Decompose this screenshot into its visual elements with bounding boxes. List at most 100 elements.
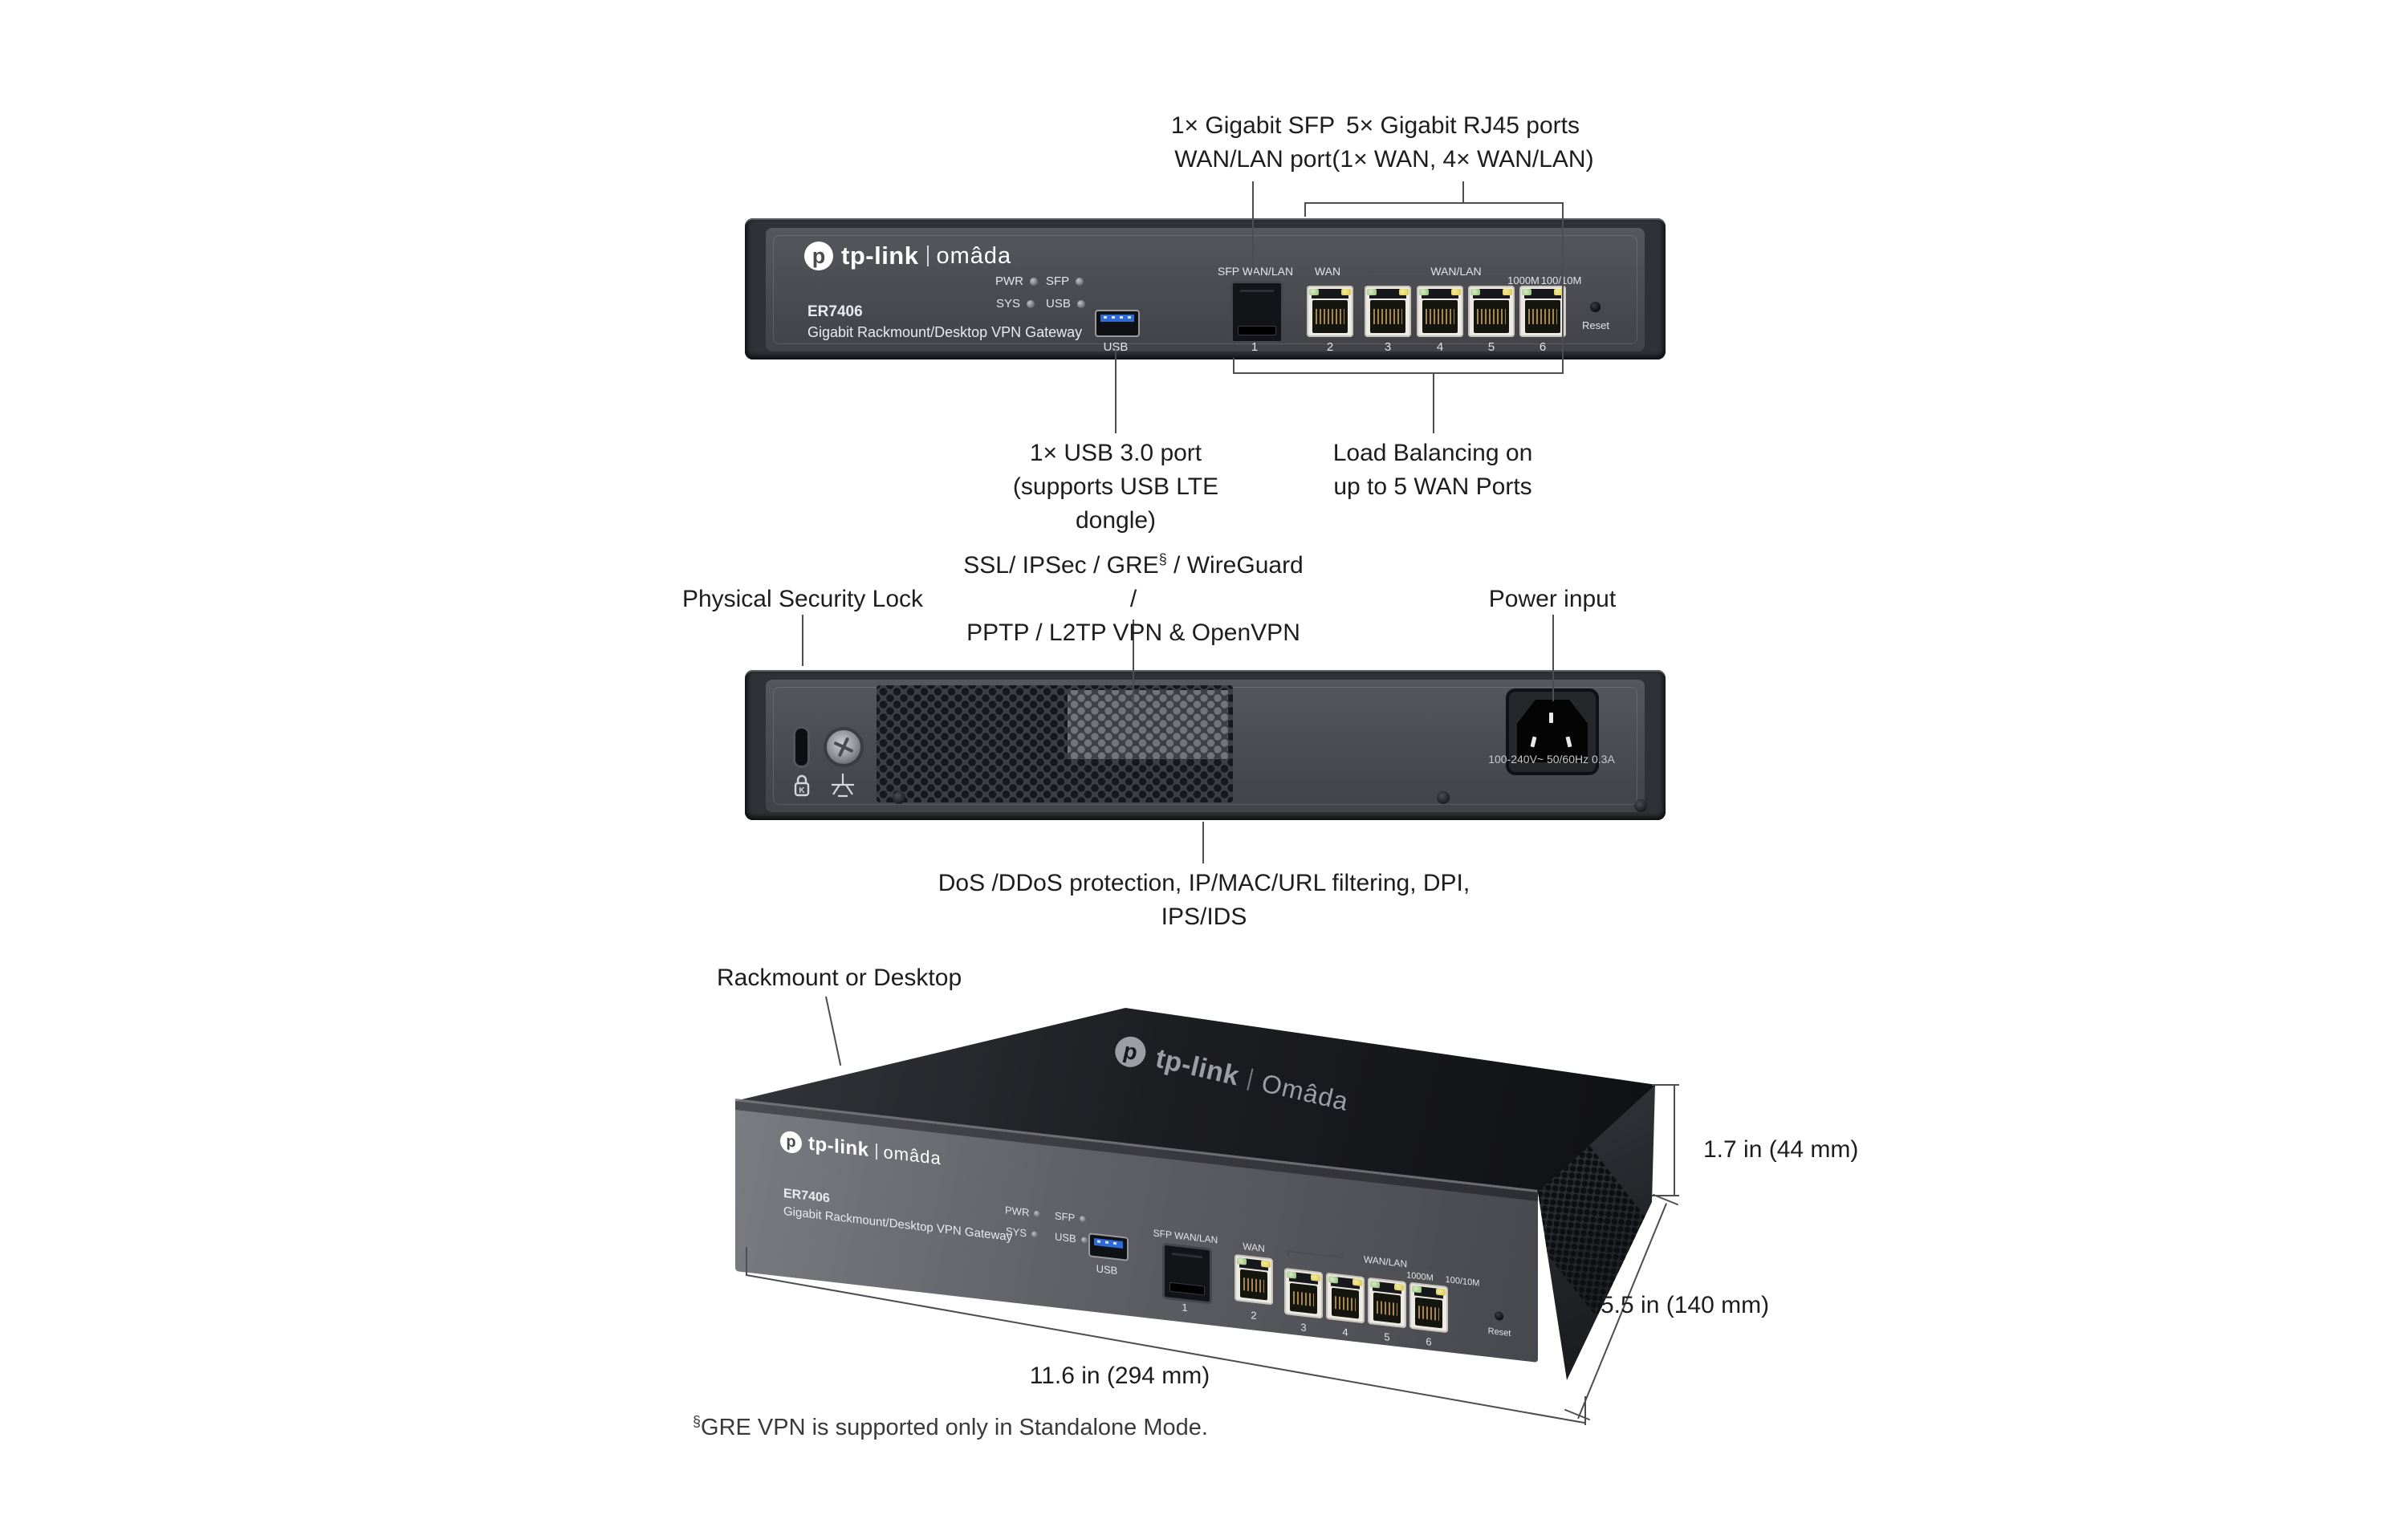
vpn-text-post: / WireGuard / <box>1129 552 1304 612</box>
dim-depth-label: 5.5 in (140 mm) <box>1601 1292 1770 1318</box>
usb-port-label: USB <box>1103 340 1129 354</box>
rj45-port-6 <box>1409 1281 1448 1334</box>
port-number-3: 3 <box>1384 340 1392 354</box>
port-number-2: 2 <box>1326 340 1334 354</box>
dim-height-tick-bottom <box>1652 1195 1679 1196</box>
callout-vpn-line1: SSL/ IPSec / GRE§ / WireGuard / <box>957 549 1310 616</box>
callout-rj45-line2: (1× WAN, 4× WAN/LAN) <box>1332 146 1594 173</box>
wanlan-label: WAN/LAN <box>1363 1253 1408 1270</box>
led-pwr-icon <box>1034 1209 1041 1217</box>
grounding-screw <box>824 727 864 767</box>
ventilation-grille <box>877 685 1233 802</box>
callout-lb-line1: Load Balancing on <box>1332 440 1533 466</box>
wanlan-bracket-tick-l <box>1368 271 1369 278</box>
port-number-1: 1 <box>1182 1301 1188 1314</box>
rj45-port-2 <box>1235 1253 1273 1306</box>
svg-text:K: K <box>799 786 805 795</box>
port-number-2: 2 <box>1251 1309 1257 1322</box>
led-sys-label: SYS <box>996 297 1021 311</box>
rj45-port-2 <box>1307 286 1353 337</box>
callout-line-rj45-tick-right <box>1562 202 1564 374</box>
led-pwr: PWR <box>995 274 1038 288</box>
callout-dos: DoS /DDoS protection, IP/MAC/URL filteri… <box>938 870 1470 930</box>
lock-icon: K <box>794 774 810 797</box>
port-number-6: 6 <box>1426 1335 1432 1348</box>
dim-width-tick-left <box>746 1247 747 1276</box>
port-number-1: 1 <box>1251 340 1259 354</box>
screw <box>1634 799 1647 812</box>
reset-label: Reset <box>1487 1326 1511 1339</box>
led-usb: USB <box>1046 297 1085 311</box>
callout-usb: 1× USB 3.0 port (supports USB LTE dongle… <box>971 437 1260 538</box>
speed-1000m-label: 1000M <box>1507 274 1540 286</box>
wanlan-bracket-right <box>1487 271 1564 273</box>
callout-sfp-line2: WAN/LAN port <box>1174 146 1332 173</box>
callout-line-rj45-tick-left <box>1304 202 1306 217</box>
port-number-6: 6 <box>1539 340 1547 354</box>
usb-port-label: USB <box>1096 1262 1118 1277</box>
logo-divider <box>926 246 929 266</box>
logo-divider <box>875 1143 877 1160</box>
port-number-5: 5 <box>1384 1330 1390 1343</box>
brand-logo: p tp-link omâda <box>804 239 1011 273</box>
rj45-port-3 <box>1284 1267 1323 1319</box>
led-usb: USB <box>1055 1230 1088 1246</box>
brand-name: tp-link <box>841 242 919 270</box>
dim-width-label: 11.6 in (294 mm) <box>1029 1363 1210 1389</box>
led-usb-label: USB <box>1055 1230 1076 1245</box>
rj45-port-5 <box>1368 1277 1406 1329</box>
led-sys: SYS <box>996 297 1035 311</box>
led-sfp-label: SFP <box>1046 274 1070 288</box>
callout-usb-line1: 1× USB 3.0 port <box>1029 440 1202 466</box>
callout-security-lock: Physical Security Lock <box>681 586 924 612</box>
rj45-port-4 <box>1326 1272 1365 1324</box>
rj45-port-5 <box>1468 286 1515 337</box>
power-rating: 100-240V~ 50/60Hz 0.3A <box>1488 753 1615 766</box>
callout-sfp-line1: 1× Gigabit SFP <box>1170 112 1336 139</box>
led-sfp: SFP <box>1046 274 1084 288</box>
link-led-icon <box>1309 289 1319 295</box>
callout-power-input: Power input <box>1488 586 1617 612</box>
reset-label: Reset <box>1582 319 1609 331</box>
logo-divider <box>1247 1068 1254 1091</box>
led-sfp-icon <box>1076 277 1084 286</box>
callout-sfp: 1× Gigabit SFP WAN/LAN port <box>1112 109 1394 177</box>
wanlan-bracket-left <box>1287 1250 1344 1259</box>
omada-brand: omâda <box>883 1142 942 1169</box>
reset-button <box>1590 302 1601 312</box>
omada-brand: Omâda <box>1259 1067 1352 1116</box>
model-number: ER7406 <box>807 303 863 320</box>
callout-line-lock <box>802 615 803 666</box>
led-sfp-icon <box>1080 1215 1087 1223</box>
led-usb-icon <box>1076 299 1085 308</box>
reset-button <box>1495 1310 1503 1322</box>
screw <box>893 791 905 804</box>
callout-usb-line2: (supports USB LTE dongle) <box>1012 473 1219 534</box>
usb-port <box>1095 310 1140 337</box>
led-sfp: SFP <box>1055 1209 1087 1225</box>
rj45-port-3 <box>1365 286 1411 337</box>
port-number-4: 4 <box>1436 340 1444 354</box>
callout-load-balancing: Load Balancing on up to 5 WAN Ports <box>1288 437 1577 504</box>
model-description: Gigabit Rackmount/Desktop VPN Gateway <box>783 1204 1013 1245</box>
dim-width-tick-right <box>1584 1396 1586 1425</box>
iso-top-logo: p tp-link Omâda <box>1112 1031 1352 1119</box>
vpn-footnote-marker: § <box>1158 551 1167 567</box>
brand-logo: p tp-link omâda <box>780 1127 942 1172</box>
wan-label: WAN <box>1243 1241 1265 1255</box>
vpn-text-pre: SSL/ IPSec / GRE <box>963 552 1159 579</box>
callout-rj45: 5× Gigabit RJ45 ports (1× WAN, 4× WAN/LA… <box>1304 109 1621 177</box>
dim-height-label: 1.7 in (44 mm) <box>1703 1136 1859 1163</box>
led-sys-icon <box>1031 1230 1039 1238</box>
footnote-marker: § <box>693 1413 702 1430</box>
callout-line-power <box>1552 615 1554 701</box>
kensington-lock-slot <box>795 729 807 766</box>
wanlan-label: WAN/LAN <box>1430 265 1482 278</box>
callout-line-dos <box>1202 822 1204 863</box>
led-pwr-label: PWR <box>995 274 1023 288</box>
brand-name: tp-link <box>808 1132 869 1161</box>
callout-line-usb <box>1115 350 1117 433</box>
tp-link-logo-icon: p <box>804 242 833 270</box>
sfp-port-label: SFP WAN/LAN <box>1153 1227 1218 1246</box>
tp-link-logo-icon: p <box>1112 1034 1149 1070</box>
